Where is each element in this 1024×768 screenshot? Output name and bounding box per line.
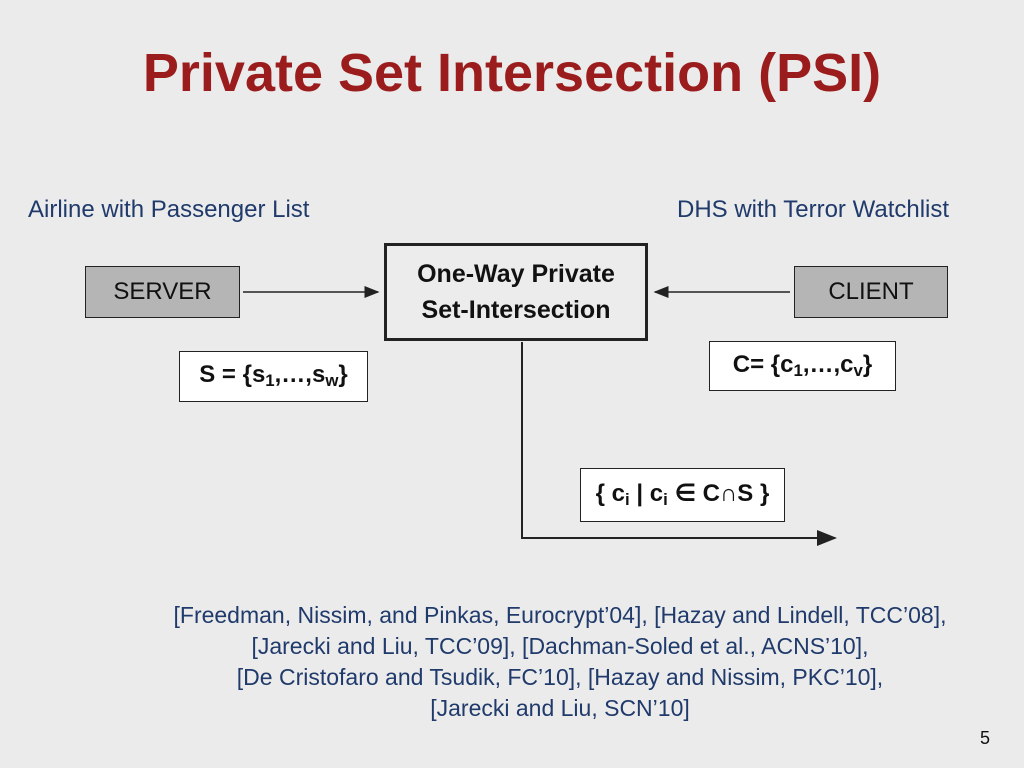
reference-line: [Jarecki and Liu, SCN’10]: [430, 695, 690, 721]
reference-line: [Jarecki and Liu, TCC’09], [Dachman-Sole…: [251, 633, 869, 659]
client-description: DHS with Terror Watchlist: [677, 196, 950, 223]
references: [Freedman, Nissim, and Pinkas, Eurocrypt…: [110, 600, 1010, 724]
reference-line: [Freedman, Nissim, and Pinkas, Eurocrypt…: [173, 602, 947, 628]
slide-title: Private Set Intersection (PSI): [142, 43, 882, 103]
client-set-formula: C= {c1,…,cv}: [732, 350, 873, 381]
reference-line: [De Cristofaro and Tsudik, FC’10], [Haza…: [236, 664, 884, 690]
protocol-line-2: Set-Intersection: [421, 296, 611, 324]
client-label: CLIENT: [828, 278, 914, 305]
output-set-formula: { ci | ci ∈ C∩S }: [595, 480, 770, 510]
client-set-box: C= {c1,…,cv}: [709, 341, 896, 391]
protocol-line-1: One-Way Private: [417, 259, 615, 288]
server-set-box: S = {s1,…,sw}: [179, 351, 368, 402]
page-number: 5: [979, 728, 990, 748]
output-arrow: [521, 342, 837, 546]
server-set-formula: S = {s1,…,sw}: [199, 361, 348, 391]
server-box: SERVER: [85, 266, 240, 318]
client-box: CLIENT: [794, 266, 948, 318]
server-label: SERVER: [113, 278, 212, 305]
output-set-box: { ci | ci ∈ C∩S }: [580, 468, 785, 522]
server-description: Airline with Passenger List: [28, 196, 310, 223]
protocol-box: One-Way Private Set-Intersection: [384, 243, 648, 341]
